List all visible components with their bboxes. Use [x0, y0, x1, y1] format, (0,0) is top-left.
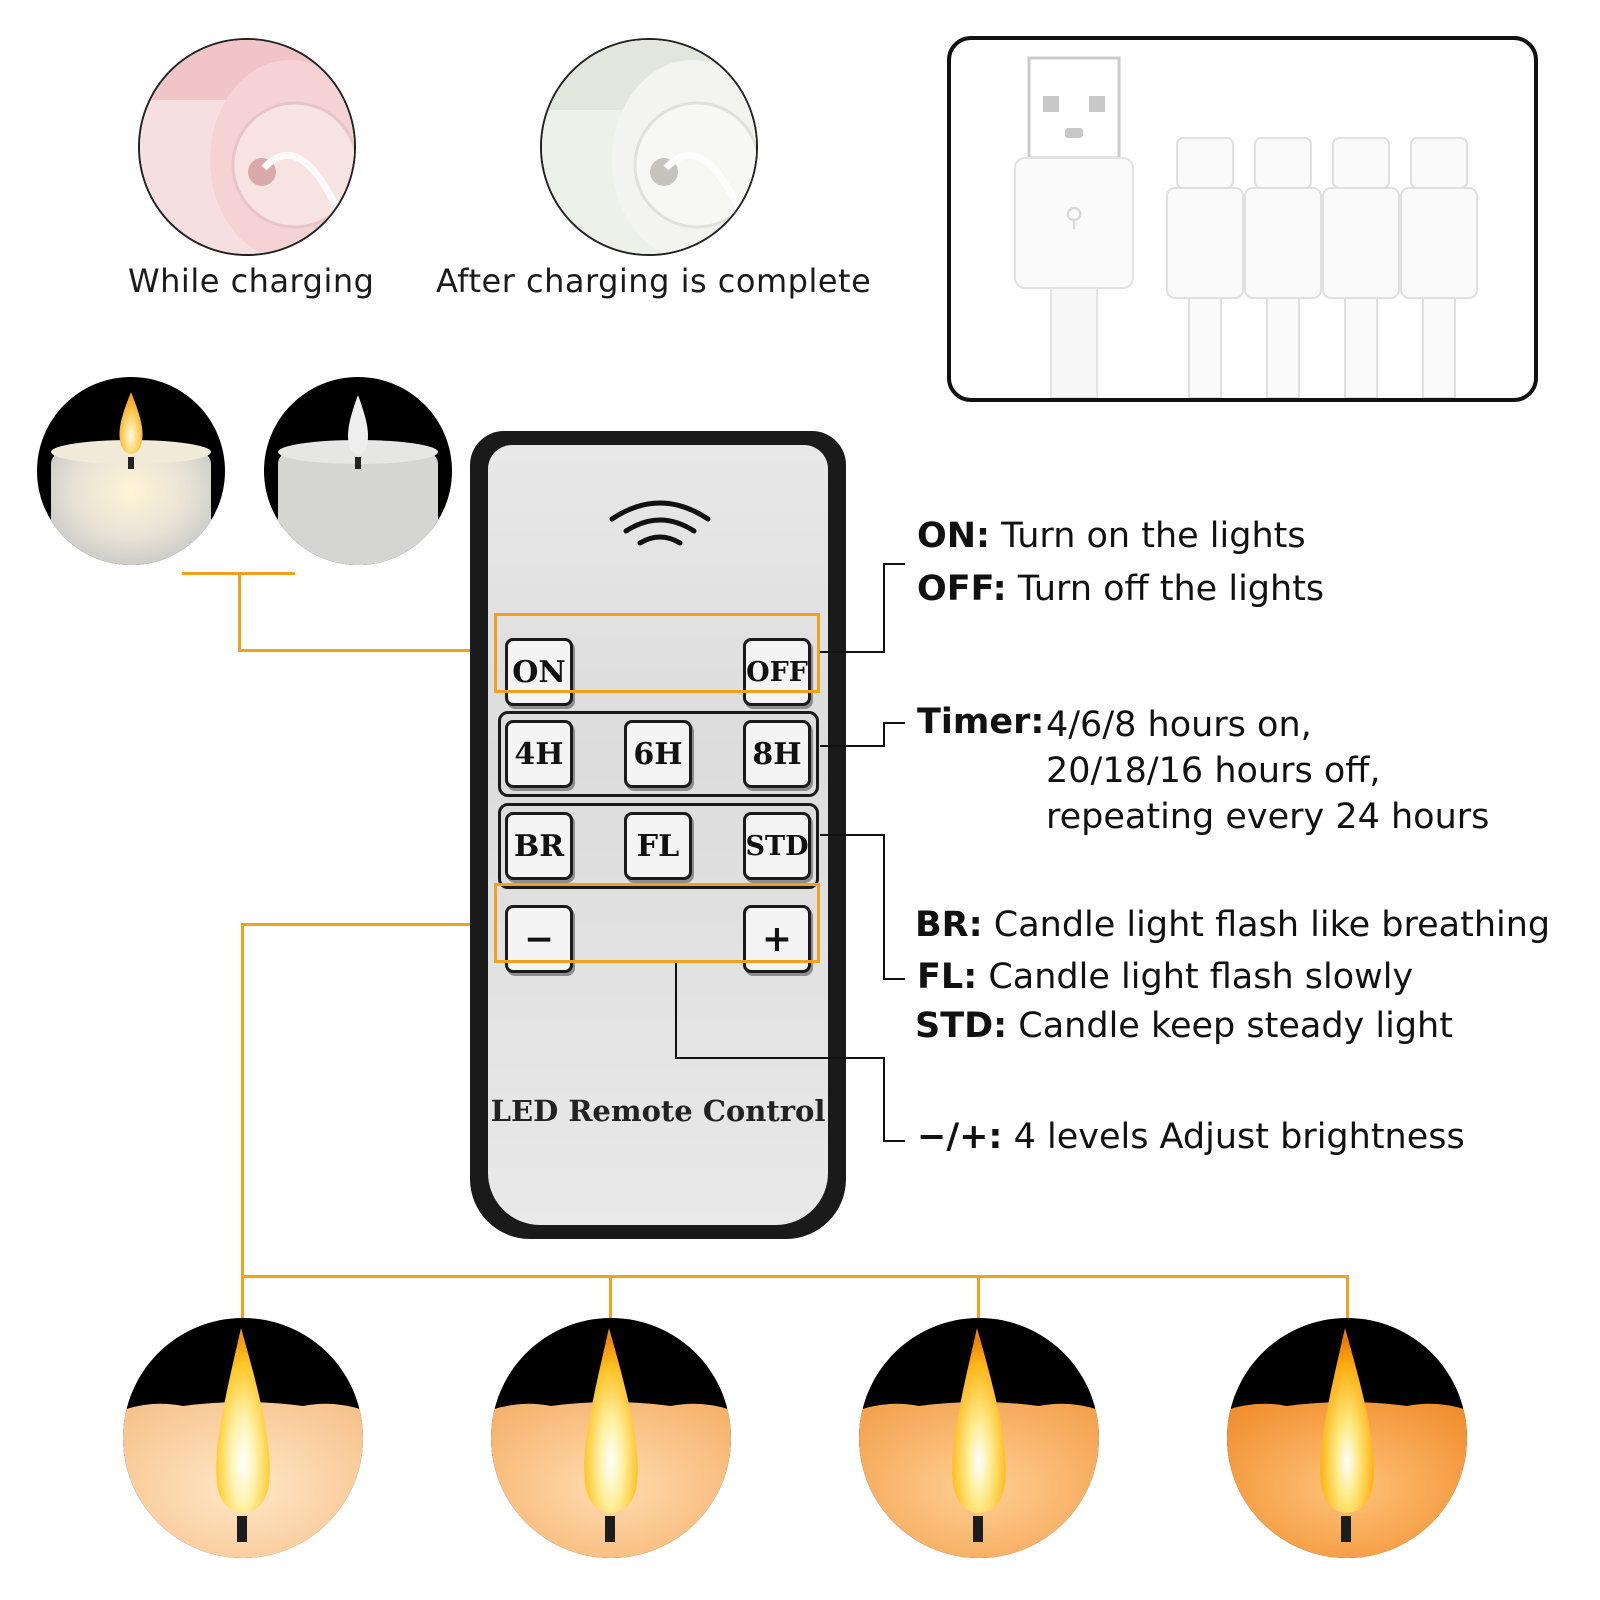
std-mode-button[interactable]: STD [743, 812, 811, 880]
fl-mode-button[interactable]: FL [624, 812, 692, 880]
brightness-connector [241, 923, 494, 926]
fl-key: FL: [917, 957, 978, 997]
brightness-level-3-photo [859, 1318, 1099, 1558]
fl-text: Candle light flash slowly [988, 957, 1414, 997]
timer-line-1: 4/6/8 hours on, [1046, 705, 1312, 745]
off-key: OFF: [917, 569, 1007, 609]
after-charging-caption: After charging is complete [436, 262, 872, 300]
on-key: ON: [917, 516, 991, 556]
brightness-level-2-photo [491, 1318, 731, 1558]
fl-description: FL: Candle light flash slowly [917, 957, 1413, 997]
on-description: ON: Turn on the lights [917, 516, 1306, 556]
off-description: OFF: Turn off the lights [917, 569, 1324, 609]
std-key: STD: [915, 1006, 1008, 1046]
candle-charged-white-photo [540, 38, 758, 256]
timer-button-group [498, 711, 819, 797]
std-description: STD: Candle keep steady light [915, 1006, 1453, 1046]
mode-button-group [498, 803, 819, 889]
timer-6h-button[interactable]: 6H [624, 720, 692, 788]
brightness-level-1-photo [123, 1318, 363, 1558]
brightness-highlight [494, 883, 820, 963]
infrared-signal-icon [609, 500, 711, 546]
timer-key: Timer: [917, 702, 1045, 742]
on-button[interactable]: ON [505, 638, 573, 706]
remote-face: ON OFF 4H 6H 8H BR FL STD − + LED Remote… [488, 445, 828, 1225]
svg-text:⚲: ⚲ [1064, 203, 1083, 233]
off-text: Turn off the lights [1017, 569, 1325, 609]
usb-c-cable-icon: ⚲ [1014, 56, 1478, 399]
usb-cable-panel: ⚲ [947, 36, 1538, 402]
led-remote-control: ON OFF 4H 6H 8H BR FL STD − + LED Remote… [470, 431, 846, 1239]
candle-charging-pink-photo [138, 38, 356, 256]
br-text: Candle light flash like breathing [993, 905, 1551, 945]
br-key: BR: [915, 905, 983, 945]
br-mode-button[interactable]: BR [505, 812, 573, 880]
brightness-text: 4 levels Adjust brightness [1013, 1117, 1465, 1157]
on-off-highlight [494, 613, 820, 693]
remote-title: LED Remote Control [490, 1094, 826, 1128]
timer-line-3: repeating every 24 hours [1046, 797, 1490, 837]
timer-4h-button[interactable]: 4H [505, 720, 573, 788]
brightness-description: −/+: 4 levels Adjust brightness [917, 1117, 1465, 1157]
br-description: BR: Candle light flash like breathing [915, 905, 1550, 945]
candle-lit-photo [37, 377, 225, 565]
while-charging-caption: While charging [128, 262, 375, 300]
std-text: Candle keep steady light [1018, 1006, 1453, 1046]
candle-unlit-photo [264, 377, 452, 565]
timer-line-2: 20/18/16 hours off, [1046, 751, 1381, 791]
on-text: Turn on the lights [1001, 516, 1306, 556]
timer-8h-button[interactable]: 8H [743, 720, 811, 788]
brightness-key: −/+: [917, 1117, 1003, 1157]
brightness-level-4-photo [1227, 1318, 1467, 1558]
off-button[interactable]: OFF [743, 638, 811, 706]
